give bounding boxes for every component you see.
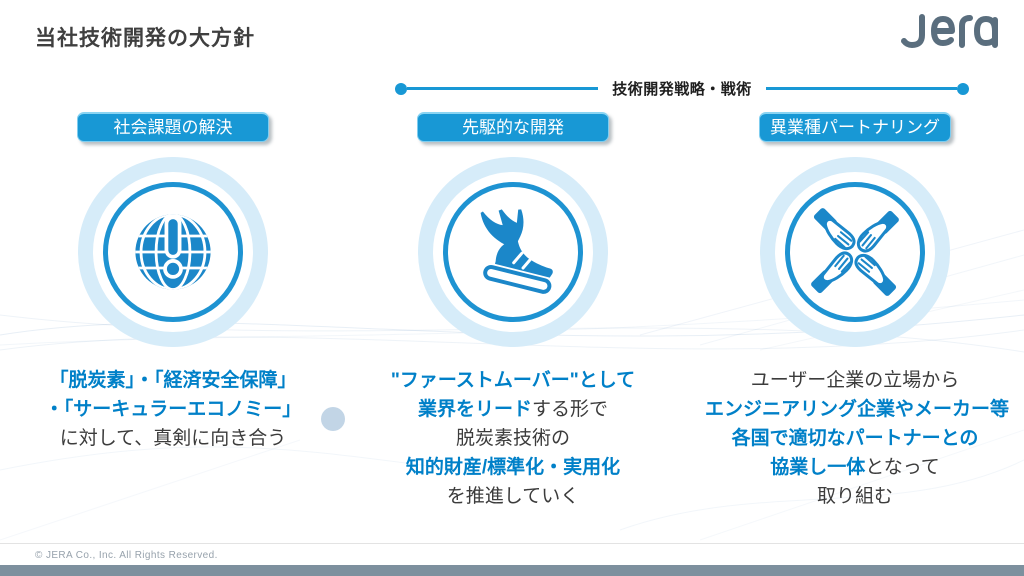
bracket-right-line: [765, 87, 958, 90]
text-line: エンジニアリング企業やメーカー等: [705, 399, 1010, 420]
bottom-bar: [0, 565, 1024, 576]
text-line: ユーザー企業の立場から: [750, 370, 960, 391]
text-line: 知的財産/標準化・実用化: [405, 457, 621, 478]
text-line: 脱炭素技術の: [455, 428, 570, 449]
column-text: ユーザー企業の立場から エンジニアリング企業やメーカー等 各国で適切なパートナー…: [705, 366, 1010, 511]
column-social-issues: 社会課題の解決 「脱炭素」・「経: [33, 112, 313, 453]
text-line: ・「サーキュラーエコノミー」: [44, 399, 302, 420]
badge-partnering: 異業種パートナリング: [759, 112, 951, 142]
globe-alert-icon: [135, 214, 211, 290]
text-line: 「脱炭素」・「経済安全保障」: [49, 370, 297, 391]
column-pioneering-dev: 先駆的な開発 "ファーストムーバー"として 業界をリードする形で 脱炭素技術の …: [373, 112, 653, 511]
bracket-left-line: [407, 87, 599, 90]
column-text: 「脱炭素」・「経済安全保障」 ・「サーキュラーエコノミー」 に対して、真剣に向き…: [33, 366, 313, 453]
icon-ring: [418, 157, 608, 347]
badge-social-issues: 社会課題の解決: [77, 112, 269, 142]
text-line: 各国で適切なパートナーとの: [731, 428, 979, 449]
bracket-left-dot-icon: [395, 82, 407, 95]
badge-pioneering-dev: 先駆的な開発: [417, 112, 609, 142]
winged-shoe-icon: [480, 209, 553, 294]
icon-ring: [78, 157, 268, 347]
text-line: を推進していく: [446, 486, 580, 507]
partnership-hands-icon: [808, 205, 902, 299]
icon-ring: [760, 157, 950, 347]
bracket-right-dot-icon: [957, 82, 970, 95]
copyright-text: © JERA Co., Inc. All Rights Reserved.: [35, 550, 218, 561]
footer-divider: [0, 543, 1024, 544]
bracket-label: 技術開発戦略・戦術: [612, 81, 752, 98]
text-line: に対して、真剣に向き合う: [59, 428, 287, 449]
text-line: 業界をリードする形で: [417, 399, 609, 420]
text-line: 協業し一体となって: [770, 457, 940, 478]
strategy-bracket: 技術開発戦略・戦術: [395, 78, 970, 99]
page-title: 当社技術開発の大方針: [35, 27, 255, 50]
column-text: "ファーストムーバー"として 業界をリードする形で 脱炭素技術の 知的財産/標準…: [373, 366, 653, 511]
text-line: 取り組む: [816, 486, 893, 507]
column-partnering: 異業種パートナリング: [705, 112, 1010, 511]
jera-logo: [901, 14, 998, 49]
decorative-dot: [321, 407, 345, 431]
text-line: "ファーストムーバー"として: [390, 370, 636, 391]
